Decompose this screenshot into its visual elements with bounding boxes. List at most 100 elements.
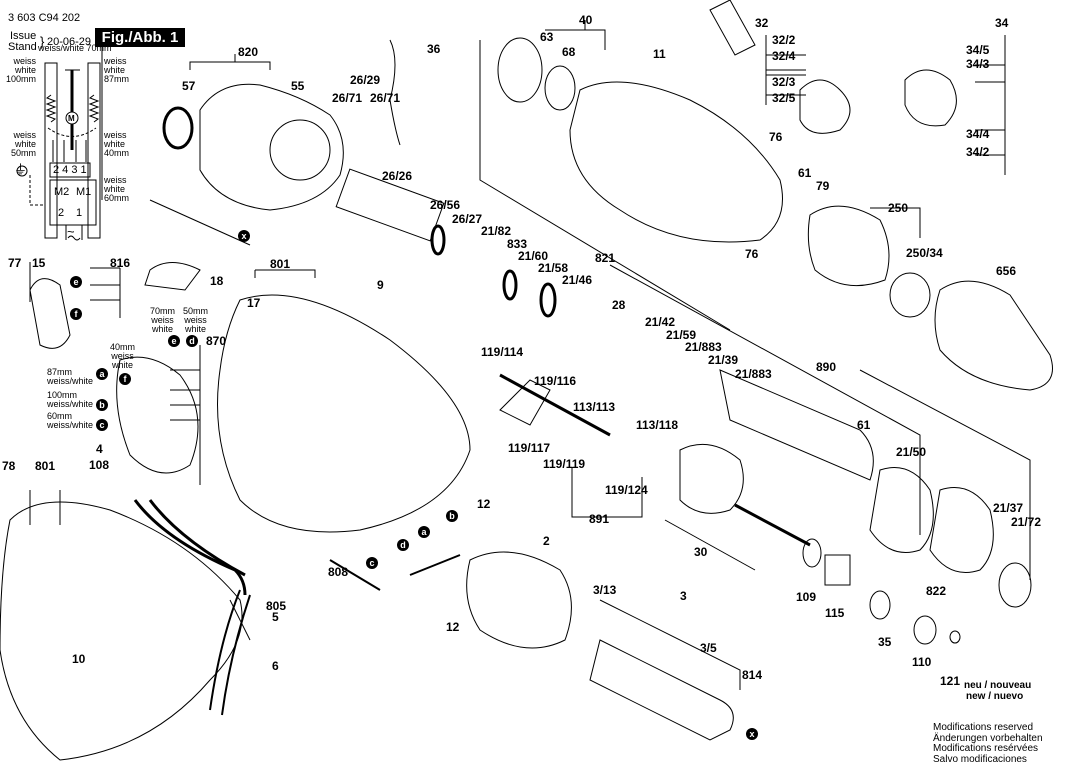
- part-label-34-5[interactable]: 34/5: [966, 43, 990, 57]
- part-label-891[interactable]: 891: [589, 512, 610, 526]
- part-label-21-58[interactable]: 21/58: [538, 261, 569, 275]
- part-label-119-116[interactable]: 119/116: [534, 374, 577, 388]
- part-label-119-119[interactable]: 119/119: [543, 457, 586, 471]
- part-label-3-5[interactable]: 3/5: [700, 641, 717, 655]
- part-label-108[interactable]: 108: [89, 458, 110, 472]
- part-label-820[interactable]: 820: [238, 45, 259, 59]
- part-label-26-27[interactable]: 26/27: [452, 212, 483, 226]
- part-label-801-top[interactable]: 801: [270, 257, 291, 271]
- part-label-808[interactable]: 808: [328, 565, 349, 579]
- part-label-30[interactable]: 30: [694, 545, 708, 559]
- part-label-2[interactable]: 2: [543, 534, 550, 548]
- part-label-250-34[interactable]: 250/34: [906, 246, 943, 260]
- part-label-32-5[interactable]: 32/5: [772, 91, 796, 105]
- part-label-21-50[interactable]: 21/50: [896, 445, 927, 459]
- part-label-61-bottom[interactable]: 61: [857, 418, 871, 432]
- part-label-109[interactable]: 109: [796, 590, 817, 604]
- part-label-76-bottom[interactable]: 76: [745, 247, 759, 261]
- part-label-26-26[interactable]: 26/26: [382, 169, 413, 183]
- part-label-63[interactable]: 63: [540, 30, 554, 44]
- part-label-801-bottom[interactable]: 801: [35, 459, 56, 473]
- connector-a-stator: a: [418, 526, 430, 538]
- part-label-805[interactable]: 805: [266, 599, 287, 613]
- ground-icon: ⏚: [14, 162, 28, 177]
- wiring-schematic: [16, 40, 103, 241]
- part-label-21-39[interactable]: 21/39: [708, 353, 739, 367]
- part-label-34-2[interactable]: 34/2: [966, 145, 990, 159]
- part-label-34-4[interactable]: 34/4: [966, 127, 990, 141]
- part-label-890[interactable]: 890: [816, 360, 837, 374]
- part-label-822[interactable]: 822: [926, 584, 947, 598]
- part-label-870[interactable]: 870: [206, 334, 227, 348]
- part-label-250[interactable]: 250: [888, 201, 909, 215]
- part-label-32[interactable]: 32: [755, 16, 769, 30]
- part-label-110[interactable]: 110: [912, 655, 932, 669]
- part-label-26-71-left[interactable]: 26/71: [332, 91, 363, 105]
- part-label-21-72[interactable]: 21/72: [1011, 515, 1042, 529]
- part-label-21-82[interactable]: 21/82: [481, 224, 512, 238]
- part-label-76-top[interactable]: 76: [769, 130, 783, 144]
- part-label-77[interactable]: 77: [8, 256, 22, 270]
- part-label-35[interactable]: 35: [878, 635, 892, 649]
- part-label-57[interactable]: 57: [182, 79, 196, 93]
- part-label-61-top[interactable]: 61: [798, 166, 812, 180]
- wire-top-label: weiss/white 70mm: [38, 43, 112, 53]
- part-label-115[interactable]: 115: [825, 606, 845, 620]
- part-label-113-113[interactable]: 113/113: [573, 400, 616, 414]
- part-label-9[interactable]: 9: [377, 278, 384, 292]
- connector-x-gearbox: x: [238, 230, 250, 242]
- part-label-18[interactable]: 18: [210, 274, 224, 288]
- part-label-656[interactable]: 656: [996, 264, 1017, 278]
- ac-symbol-icon: ~: [67, 224, 75, 239]
- part-label-68[interactable]: 68: [562, 45, 576, 59]
- part-label-21-59[interactable]: 21/59: [666, 328, 697, 342]
- part-label-113-118[interactable]: 113/118: [636, 418, 679, 432]
- part-label-12-bottom[interactable]: 12: [446, 620, 460, 634]
- part-label-26-29[interactable]: 26/29: [350, 73, 381, 87]
- part-label-21-42[interactable]: 21/42: [645, 315, 676, 329]
- part-label-119-114[interactable]: 119/114: [481, 345, 524, 359]
- part-label-36[interactable]: 36: [427, 42, 441, 56]
- part-label-4[interactable]: 4: [96, 442, 103, 456]
- part-label-32-2[interactable]: 32/2: [772, 33, 796, 47]
- supply-terminal-2: 2: [58, 207, 65, 219]
- part-label-55[interactable]: 55: [291, 79, 305, 93]
- part-label-3[interactable]: 3: [680, 589, 687, 603]
- part-label-816[interactable]: 816: [110, 256, 131, 270]
- part-label-79[interactable]: 79: [816, 179, 830, 193]
- part-label-34-3[interactable]: 34/3: [966, 57, 990, 71]
- part-label-814[interactable]: 814: [742, 668, 763, 682]
- part-label-17[interactable]: 17: [247, 296, 261, 310]
- connector-f-brush: f: [70, 308, 82, 320]
- part-label-34[interactable]: 34: [995, 16, 1009, 30]
- part-label-21-883-a[interactable]: 21/883: [685, 340, 722, 354]
- part-label-3-13[interactable]: 3/13: [593, 583, 617, 597]
- part-label-119-124[interactable]: 119/124: [605, 483, 648, 497]
- part-label-15[interactable]: 15: [32, 256, 46, 270]
- part-label-40[interactable]: 40: [579, 13, 593, 27]
- part-label-5[interactable]: 5: [272, 610, 279, 624]
- part-label-28[interactable]: 28: [612, 298, 626, 312]
- motor-symbol: M: [68, 114, 75, 123]
- part-label-21-60[interactable]: 21/60: [518, 249, 549, 263]
- part-label-833[interactable]: 833: [507, 237, 528, 251]
- part-label-21-46[interactable]: 21/46: [562, 273, 593, 287]
- part-label-119-117[interactable]: 119/117: [508, 441, 551, 455]
- part-label-21-883-b[interactable]: 21/883: [735, 367, 772, 381]
- part-label-32-4[interactable]: 32/4: [772, 49, 796, 63]
- part-label-26-71-right[interactable]: 26/71: [370, 91, 401, 105]
- part-label-78[interactable]: 78: [2, 459, 16, 473]
- part-label-10[interactable]: 10: [72, 652, 86, 666]
- part-label-6[interactable]: 6: [272, 659, 279, 673]
- part-label-821[interactable]: 821: [595, 251, 616, 265]
- part-label-12-top[interactable]: 12: [477, 497, 491, 511]
- part-label-21-37[interactable]: 21/37: [993, 501, 1024, 515]
- part-label-32-3[interactable]: 32/3: [772, 75, 796, 89]
- part-label-11[interactable]: 11: [653, 47, 666, 61]
- part-label-121[interactable]: 121: [940, 674, 961, 688]
- part-label-26-56[interactable]: 26/56: [430, 198, 461, 212]
